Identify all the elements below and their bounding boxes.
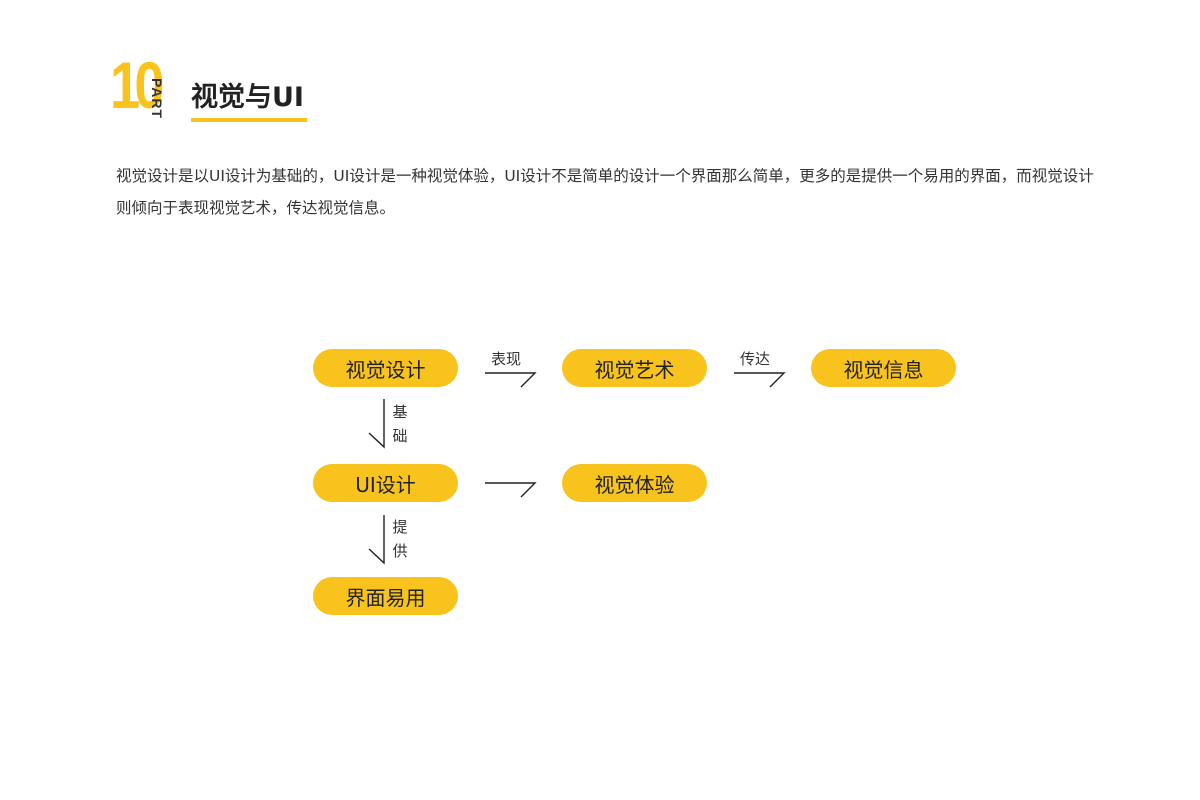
edge-label-provide: 提供 <box>392 518 408 560</box>
node-visual-art: 视觉艺术 <box>562 349 707 387</box>
node-ui-design: UI设计 <box>313 464 458 502</box>
part-number: 10 <box>110 48 165 122</box>
edge-label-convey: 传达 <box>740 350 771 368</box>
part-label: PART <box>149 78 165 120</box>
node-visual-experience: 视觉体验 <box>562 464 707 502</box>
title-underline <box>191 118 307 122</box>
node-visual-design: 视觉设计 <box>313 349 458 387</box>
page-title: 视觉与UI <box>191 82 304 113</box>
arrow-basis <box>368 399 385 449</box>
arrow-provide <box>368 515 385 565</box>
edge-label-basis: 基础 <box>392 403 408 445</box>
edge-label-express: 表现 <box>491 350 522 368</box>
node-usable-interface: 界面易用 <box>313 577 458 615</box>
arrow-experience <box>485 482 537 498</box>
arrow-express <box>485 372 537 388</box>
intro-paragraph: 视觉设计是以UI设计为基础的，UI设计是一种视觉体验，UI设计不是简单的设计一个… <box>116 167 1094 217</box>
arrow-convey <box>734 372 786 388</box>
node-visual-info: 视觉信息 <box>811 349 956 387</box>
